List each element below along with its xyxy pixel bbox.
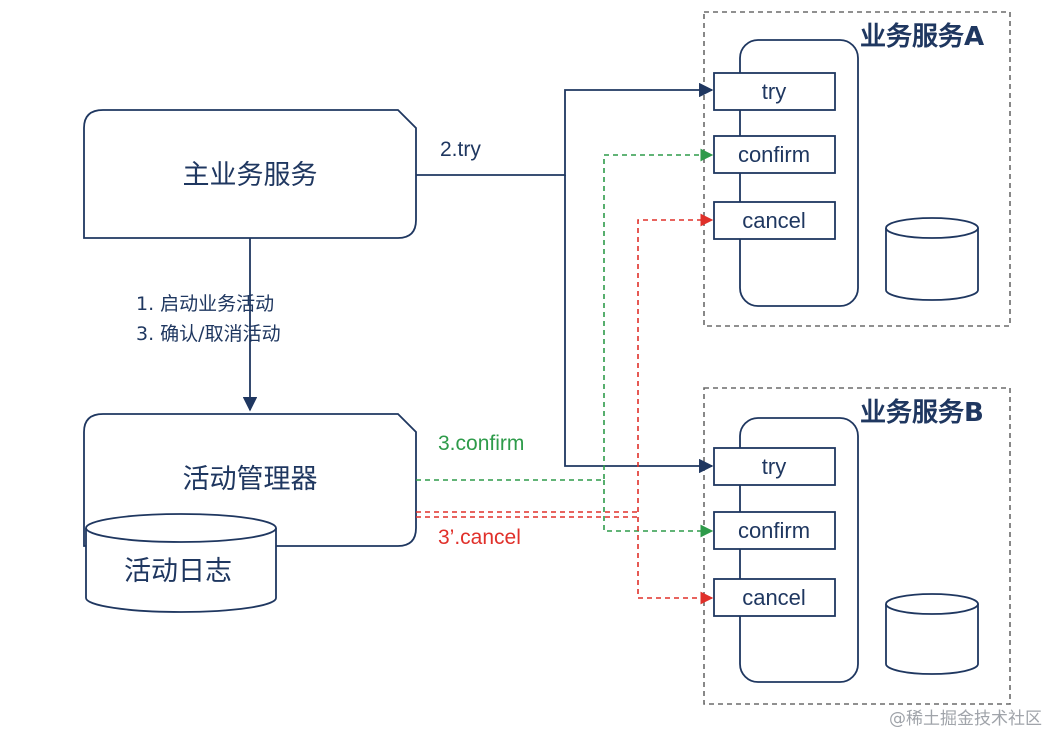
service-b-title: 业务服务B [860,398,984,428]
service-a-op-confirm[interactable]: confirm [713,135,836,174]
main-service-box [83,109,417,239]
service-b-op-confirm[interactable]: confirm [713,511,836,550]
service-b-cancel-label: cancel [742,585,806,610]
confirm-arrow-to-a [416,148,714,481]
activity-log-database[interactable]: 活动日志 [85,513,277,613]
service-a-database-icon [885,217,979,301]
service-b-border [703,387,1011,705]
service-a-group: 业务服务A try confirm cancel [703,11,1011,327]
cancel-arrow-to-b [637,517,714,605]
service-b-op-cancel[interactable]: cancel [713,578,836,617]
service-b-group: 业务服务B try confirm cancel [703,387,1011,705]
confirm-edge-label: 3.confirm [438,432,524,455]
service-a-op-cancel[interactable]: cancel [713,201,836,240]
service-a-cancel-box [713,201,836,240]
activity-manager-node[interactable]: 活动管理器 [83,413,417,547]
try-connector [416,82,714,474]
service-b-try-box [713,447,836,486]
activity-log-label: 活动日志 [124,556,232,587]
confirm-connector [416,148,714,538]
step-1-label: 1. 启动业务活动 [136,293,274,315]
service-a-cancel-label: cancel [742,208,806,233]
try-arrow-to-a [416,82,714,176]
service-a-try-label: try [762,79,786,104]
service-a-confirm-label: confirm [738,142,810,167]
service-b-database-icon [885,593,979,675]
service-b-op-try[interactable]: try [713,447,836,486]
cancel-connector [416,213,714,605]
try-edge-label: 2.try [440,138,481,161]
service-b-try-label: try [762,454,786,479]
step-3-label: 3. 确认/取消活动 [136,323,281,345]
try-arrow-to-b [564,175,714,474]
activity-manager-label: 活动管理器 [183,464,318,495]
main-service-label: 主业务服务 [183,160,318,191]
cancel-arrow-to-a [637,213,714,512]
cancel-edge-label: 3’.cancel [438,526,521,549]
confirm-arrow-to-b [603,480,714,538]
service-b-cancel-box [713,578,836,617]
service-b-confirm-label: confirm [738,518,810,543]
activity-manager-box [83,413,417,547]
main-service-node[interactable]: 主业务服务 [83,109,417,239]
service-b-confirm-box [713,511,836,550]
service-a-try-box [713,72,836,111]
service-a-confirm-box [713,135,836,174]
service-a-border [703,11,1011,327]
service-a-title: 业务服务A [860,22,984,52]
service-a-op-try[interactable]: try [713,72,836,111]
watermark-text: @稀土掘金技术社区 [889,709,1042,729]
